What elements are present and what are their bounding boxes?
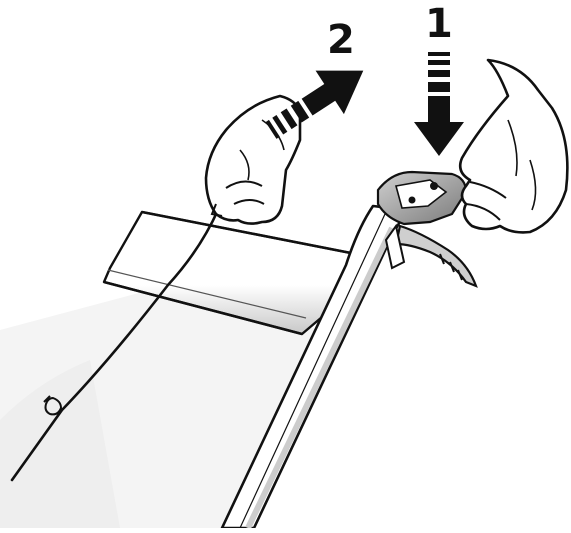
right-hand-icon xyxy=(460,60,567,232)
step-number-1: 1 xyxy=(425,4,453,44)
step-number-2: 2 xyxy=(327,20,355,60)
lever-arm[interactable] xyxy=(396,226,476,286)
arrow-down-icon xyxy=(414,52,464,156)
brake-lever-assembly[interactable] xyxy=(378,172,476,286)
